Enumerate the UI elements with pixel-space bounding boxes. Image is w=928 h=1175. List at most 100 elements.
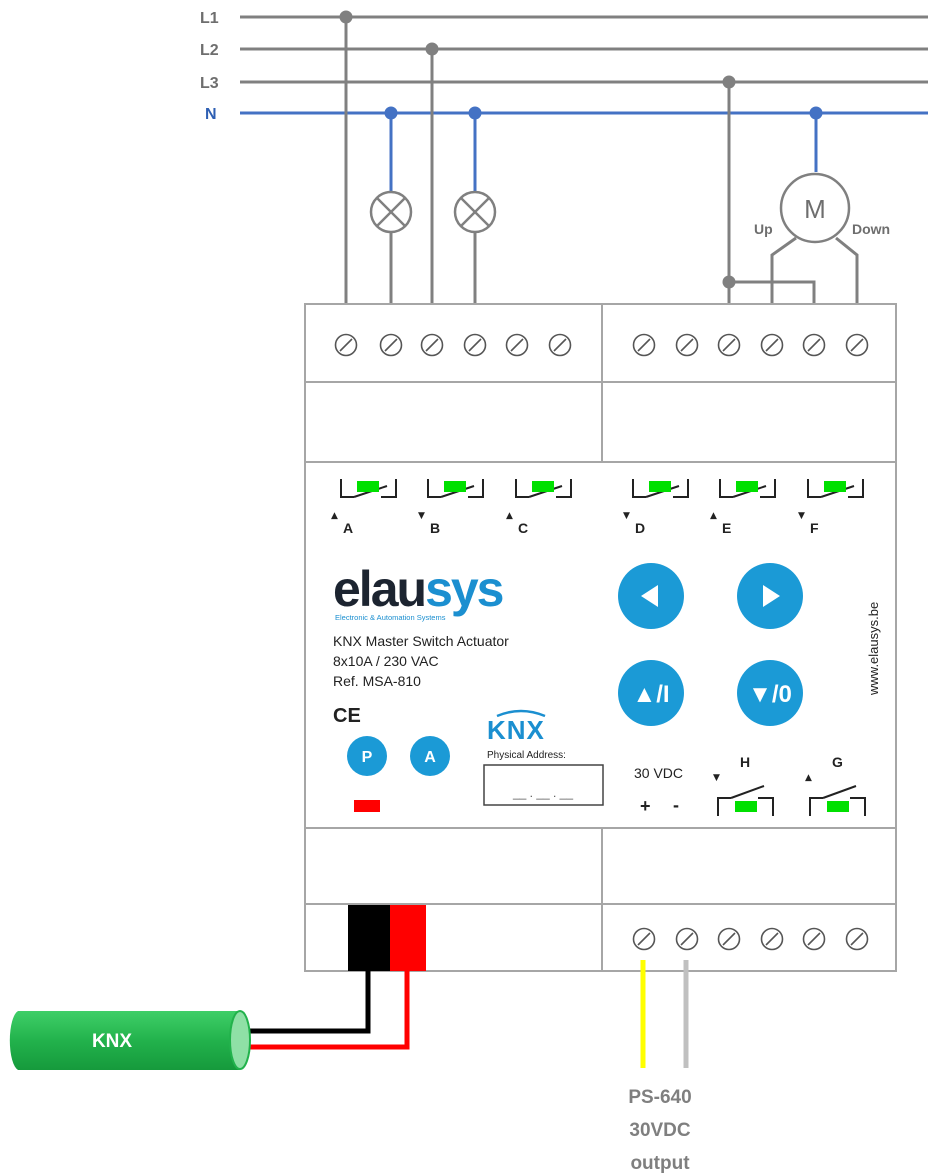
channel-direction-arrow: ▼ bbox=[418, 511, 425, 521]
channel-direction-arrow: ▼ bbox=[713, 773, 720, 783]
address-button[interactable]: A bbox=[410, 736, 450, 776]
programming-led bbox=[354, 800, 380, 812]
terminal-screw bbox=[334, 333, 358, 357]
knx-bus-cable: KNX bbox=[9, 1010, 251, 1070]
channel-f: ▼F bbox=[798, 479, 864, 536]
on-up-label: ▲/I bbox=[632, 681, 669, 708]
channel-direction-arrow: ▼ bbox=[623, 511, 630, 521]
programming-button[interactable]: P bbox=[347, 736, 387, 776]
product-reference: Ref. MSA-810 bbox=[333, 673, 421, 689]
channel-direction-arrow: ▲ bbox=[331, 511, 338, 521]
channel-label: C bbox=[518, 520, 528, 536]
terminal-screw bbox=[379, 333, 403, 357]
channel-label: A bbox=[343, 520, 353, 536]
terminal-screw bbox=[420, 333, 444, 357]
lamp-1 bbox=[369, 190, 413, 234]
power-supply-voltage: 30VDC bbox=[629, 1120, 691, 1141]
supply-plus-label: + bbox=[640, 796, 651, 816]
supply-voltage-label: 30 VDC bbox=[634, 765, 683, 781]
line-label-n: N bbox=[205, 106, 217, 123]
motor-up-label: Up bbox=[754, 221, 773, 237]
product-name: KNX Master Switch Actuator bbox=[333, 633, 509, 649]
product-rating: 8x10A / 230 VAC bbox=[333, 653, 439, 669]
bus-wire-black bbox=[240, 971, 371, 1034]
channel-label: F bbox=[810, 520, 819, 536]
arrow-right-icon bbox=[763, 585, 780, 607]
brand-tagline: Electronic & Automation Systems bbox=[335, 613, 446, 622]
channel-h: ▼H bbox=[713, 754, 774, 816]
brand-logo: elausys Electronic & Automation Systems bbox=[333, 561, 505, 622]
channel-label: E bbox=[722, 520, 731, 536]
terminal-screw bbox=[717, 927, 741, 951]
channel-e: ▲E bbox=[710, 479, 776, 536]
junction-dot bbox=[339, 10, 353, 24]
website-text: www.elausys.be bbox=[866, 602, 881, 696]
terminal-screw bbox=[675, 927, 699, 951]
channel-label: H bbox=[740, 754, 750, 770]
supply-minus-label: - bbox=[673, 795, 679, 815]
lamp-2 bbox=[453, 190, 497, 234]
junction-dot bbox=[425, 42, 439, 56]
terminal-screw bbox=[845, 927, 869, 951]
junction-dot bbox=[384, 106, 398, 120]
channel-a: ▲A bbox=[331, 479, 397, 536]
ce-mark: CE bbox=[333, 705, 361, 727]
channel-label: G bbox=[832, 754, 843, 770]
arrow-left-icon bbox=[641, 585, 658, 607]
channel-led bbox=[357, 481, 379, 492]
motor-icon bbox=[779, 172, 851, 244]
channel-direction-arrow: ▲ bbox=[805, 773, 812, 783]
relay-contact-icon bbox=[717, 785, 774, 816]
relay-contact-icon bbox=[809, 785, 866, 816]
channel-indicators: ▲A▼B▲C▼D▲E▼F bbox=[331, 479, 864, 536]
knx-logo: KNX bbox=[487, 709, 546, 745]
junction-dot bbox=[809, 106, 823, 120]
physical-address-label: Physical Address: bbox=[487, 750, 566, 761]
nav-right-button[interactable] bbox=[737, 563, 803, 629]
line-label-l2: L2 bbox=[200, 42, 219, 59]
off-down-button[interactable]: ▼/0 bbox=[737, 660, 803, 726]
supply-lines: L1 L2 L3 N bbox=[200, 10, 928, 123]
svg-text:elausys: elausys bbox=[333, 561, 503, 617]
terminal-screw bbox=[802, 333, 826, 357]
line-label-l3: L3 bbox=[200, 75, 219, 92]
nav-left-button[interactable] bbox=[618, 563, 684, 629]
actuator-housing bbox=[304, 303, 897, 972]
channel-led bbox=[827, 801, 849, 812]
motor-symbol: M bbox=[804, 194, 826, 224]
channel-led bbox=[824, 481, 846, 492]
terminal-screw bbox=[463, 333, 487, 357]
channel-direction-arrow: ▼ bbox=[798, 511, 805, 521]
junction-dot bbox=[722, 75, 736, 89]
channel-b: ▼B bbox=[418, 479, 484, 536]
off-down-label: ▼/0 bbox=[748, 681, 792, 708]
junction-dot bbox=[468, 106, 482, 120]
motor: M Up Down bbox=[754, 172, 890, 244]
terminal-screw bbox=[802, 927, 826, 951]
terminal-screw bbox=[632, 927, 656, 951]
channel-label: D bbox=[635, 520, 645, 536]
physical-address-box bbox=[483, 764, 604, 806]
channel-d: ▼D bbox=[623, 479, 689, 536]
channel-led bbox=[736, 481, 758, 492]
channel-direction-arrow: ▲ bbox=[710, 511, 717, 521]
channel-direction-arrow: ▲ bbox=[506, 511, 513, 521]
terminal-screw bbox=[845, 333, 869, 357]
junction-dots bbox=[339, 10, 823, 289]
knx-logo-text: KNX bbox=[487, 715, 545, 745]
terminal-screw bbox=[675, 333, 699, 357]
on-up-button[interactable]: ▲/I bbox=[618, 660, 684, 726]
channel-indicators-bottom: ▼H▲G bbox=[713, 754, 866, 816]
terminal-screw bbox=[717, 333, 741, 357]
channel-label: B bbox=[430, 520, 440, 536]
physical-address-value: __ . __ . __ bbox=[512, 786, 573, 800]
bus-wire-red bbox=[240, 971, 410, 1050]
channel-led bbox=[649, 481, 671, 492]
channel-led bbox=[532, 481, 554, 492]
load-wiring bbox=[344, 17, 859, 345]
channel-led bbox=[444, 481, 466, 492]
brand-name-blue: sys bbox=[425, 561, 503, 617]
terminal-screw bbox=[760, 927, 784, 951]
knx-cable-label: KNX bbox=[92, 1031, 132, 1052]
